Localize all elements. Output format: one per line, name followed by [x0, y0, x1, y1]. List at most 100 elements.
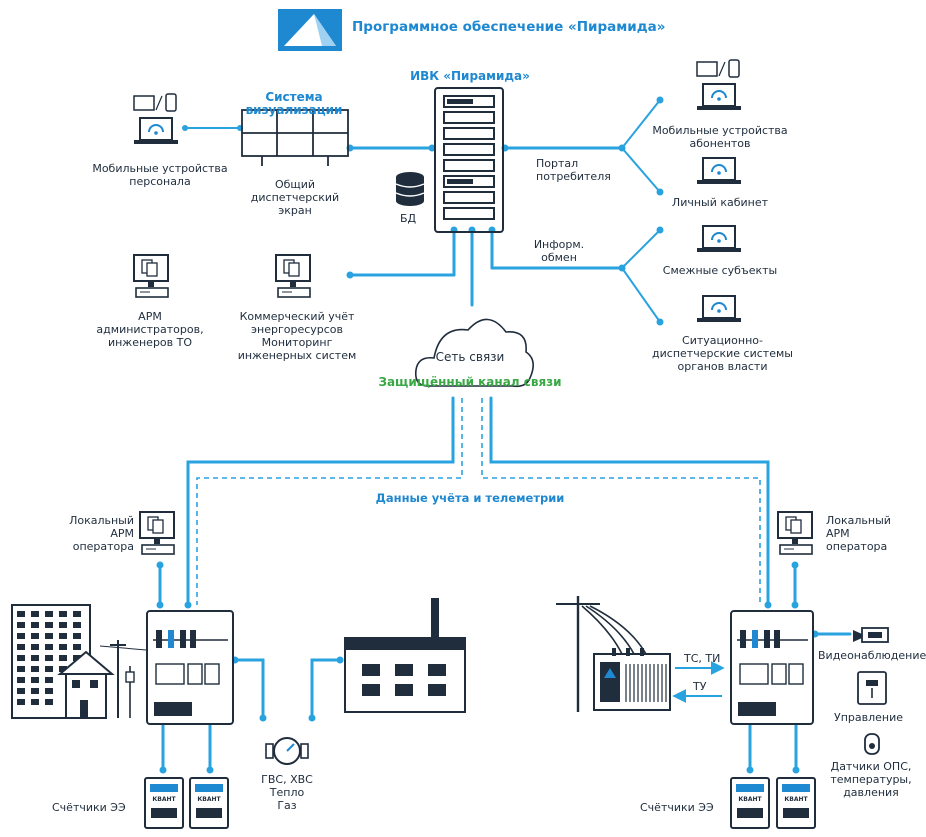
meters-right-label: Счётчики ЭЭ — [640, 801, 714, 814]
svg-text:КВАНТ: КВАНТ — [197, 796, 221, 803]
secure-dashed-lines — [196, 398, 761, 605]
building-window — [31, 611, 39, 617]
building-window — [45, 655, 53, 661]
ivk-label: ИВК «Пирамида» — [410, 69, 530, 83]
svg-text:КВАНТ: КВАНТ — [784, 796, 808, 803]
building-window — [59, 666, 67, 672]
mobile-subscribers-label: Мобильные устройства абонентов — [652, 124, 788, 150]
building-window — [73, 655, 81, 661]
commercial-metering-label: Коммерческий учёт энергоресурсов Монитор… — [237, 310, 357, 362]
local-arm-right-label: Локальный АРМ оператора — [826, 514, 891, 553]
personal-account-laptop-icon — [697, 157, 741, 184]
apartment-building-icon — [11, 604, 147, 719]
building-window — [73, 622, 81, 628]
telemetry-arrows — [672, 661, 725, 703]
arm-admins-label: АРМ администраторов, инженеров ТО — [96, 310, 204, 349]
building-window — [45, 677, 53, 683]
subscriber-laptop-icon — [696, 59, 741, 110]
local-workstation-left-icon — [139, 511, 175, 555]
video-camera-icon — [853, 627, 889, 643]
utility-meter-icon — [265, 737, 309, 765]
building-window — [17, 666, 25, 672]
local-workstation-right-icon — [777, 511, 813, 555]
visualization-label: Система визуализации — [245, 90, 343, 117]
building-window — [17, 699, 25, 705]
building-window — [17, 633, 25, 639]
building-window — [31, 666, 39, 672]
building-window — [17, 677, 25, 683]
related-subjects-laptop-icon — [697, 225, 741, 252]
meter-left-1-icon: КВАНТ — [144, 777, 184, 829]
mobile-staff-label: Мобильные устройства персонала — [92, 162, 228, 188]
left-metering-cabinet-icon — [146, 610, 234, 725]
utilities-label: ГВС, ХВС Тепло Газ — [261, 773, 313, 812]
sensors-label: Датчики ОПС, температуры, давления — [830, 760, 912, 799]
building-window — [59, 622, 67, 628]
svg-text:КВАНТ: КВАНТ — [152, 796, 176, 803]
building-window — [59, 655, 67, 661]
building-window — [59, 644, 67, 650]
building-window — [45, 622, 53, 628]
metering-workstation-icon — [275, 254, 311, 298]
right-metering-cabinet-icon — [730, 610, 814, 725]
network-label: Сеть связи — [435, 350, 505, 364]
building-window — [45, 666, 53, 672]
building-window — [17, 622, 25, 628]
admin-workstation-icon — [133, 254, 169, 298]
building-window — [45, 699, 53, 705]
building-window — [31, 677, 39, 683]
meter-right-1-icon: КВАНТ — [730, 777, 770, 829]
tu-label: ТУ — [693, 680, 707, 693]
page-title: Программное обеспечение «Пирамида» — [352, 19, 666, 35]
server-rack-icon — [434, 87, 504, 233]
authorities-laptop-icon — [697, 295, 741, 322]
building-window — [17, 688, 25, 694]
control-label: Управление — [834, 711, 904, 724]
building-window — [73, 633, 81, 639]
building-window — [31, 699, 39, 705]
cloud-network-icon — [414, 318, 534, 388]
local-arm-left-label: Локальный АРМ оператора — [69, 514, 134, 553]
junction-dots — [156, 96, 819, 774]
related-subjects-label: Смежные субъекты — [662, 264, 778, 277]
building-window — [31, 688, 39, 694]
telemetry-data-label: Данные учёта и телеметрии — [375, 491, 565, 505]
building-window — [31, 633, 39, 639]
meters-left-label: Счётчики ЭЭ — [52, 801, 126, 814]
database-icon — [395, 172, 425, 206]
building-window — [31, 644, 39, 650]
meter-left-2-icon: КВАНТ — [189, 777, 229, 829]
secure-channel-label: Защищённый канал связи — [378, 375, 562, 389]
building-window — [45, 688, 53, 694]
ts-ti-label: ТС, ТИ — [684, 652, 721, 665]
building-window — [17, 655, 25, 661]
building-window — [59, 611, 67, 617]
building-window — [17, 611, 25, 617]
meter-right-2-icon: КВАНТ — [776, 777, 816, 829]
situational-systems-label: Ситуационно- диспетчерские системы орган… — [652, 334, 793, 373]
building-window — [73, 611, 81, 617]
db-label: БД — [400, 212, 417, 225]
building-window — [31, 655, 39, 661]
pyramid-logo — [278, 9, 342, 51]
staff-laptop-icon — [133, 93, 178, 144]
sensor-icon — [864, 733, 880, 755]
consumer-portal-label: Портал потребителя — [536, 157, 611, 183]
factory-icon — [344, 598, 466, 713]
control-panel-icon — [857, 671, 887, 705]
transformer-substation-icon — [593, 648, 671, 711]
personal-account-label: Личный кабинет — [671, 196, 769, 209]
building-window — [31, 622, 39, 628]
building-window — [73, 644, 81, 650]
common-screen-label: Общий диспетчерский экран — [250, 178, 340, 217]
dispatcher-screen-icon — [241, 109, 349, 166]
building-window — [59, 633, 67, 639]
building-window — [45, 633, 53, 639]
building-window — [45, 611, 53, 617]
info-exchange-label: Информ. обмен — [533, 238, 585, 264]
building-window — [17, 644, 25, 650]
building-window — [45, 644, 53, 650]
video-label: Видеонаблюдение — [818, 649, 926, 662]
svg-text:КВАНТ: КВАНТ — [738, 796, 762, 803]
